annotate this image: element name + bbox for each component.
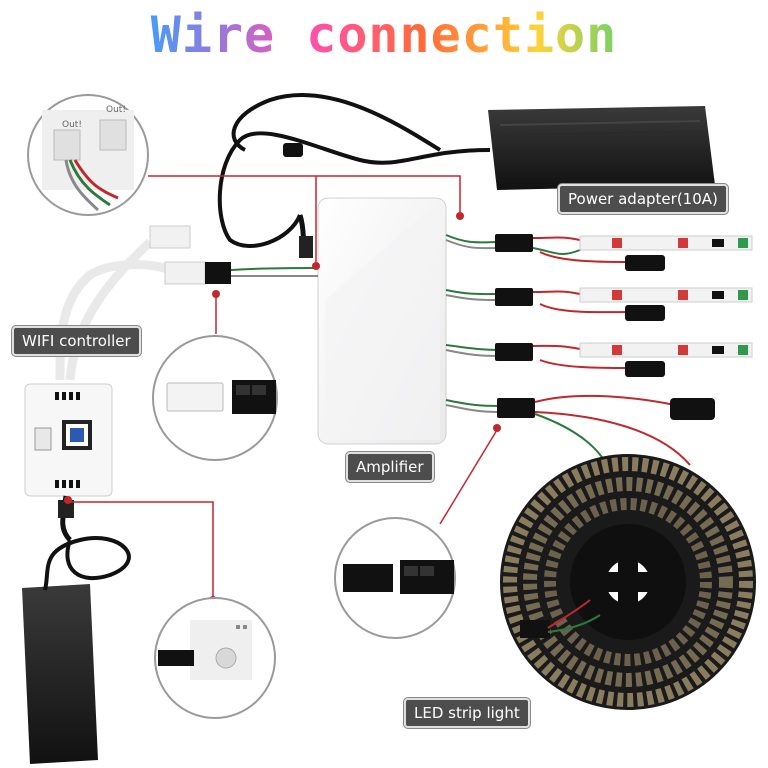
reel-lead xyxy=(497,394,715,471)
strip-row-2 xyxy=(495,287,753,321)
zoom-black-connectors xyxy=(334,517,456,639)
wifi-controller-device xyxy=(24,225,319,542)
strip-row-3 xyxy=(495,342,753,377)
wifi-controller-label: WIFI controller xyxy=(12,326,141,356)
page-title: Wire connection xyxy=(0,6,768,64)
led-strip-label: LED strip light xyxy=(404,698,530,728)
zoom-port-label-left: Out! xyxy=(62,120,82,130)
strip-row-1 xyxy=(495,234,753,271)
power-adapter-10a xyxy=(217,93,715,258)
zoom-port-label-right: Out! xyxy=(106,105,126,115)
controller-power-adapter xyxy=(22,536,131,764)
amplifier-outputs xyxy=(445,234,501,413)
led-strip-reel xyxy=(500,454,756,710)
zoom-connector-pair xyxy=(152,335,278,461)
power-adapter-label: Power adapter(10A) xyxy=(558,184,728,214)
zoom-dc-jack xyxy=(154,597,276,719)
zoom-controller-ports xyxy=(27,94,149,216)
amplifier-label: Amplifier xyxy=(346,452,434,482)
amplifier-unit xyxy=(317,197,447,445)
